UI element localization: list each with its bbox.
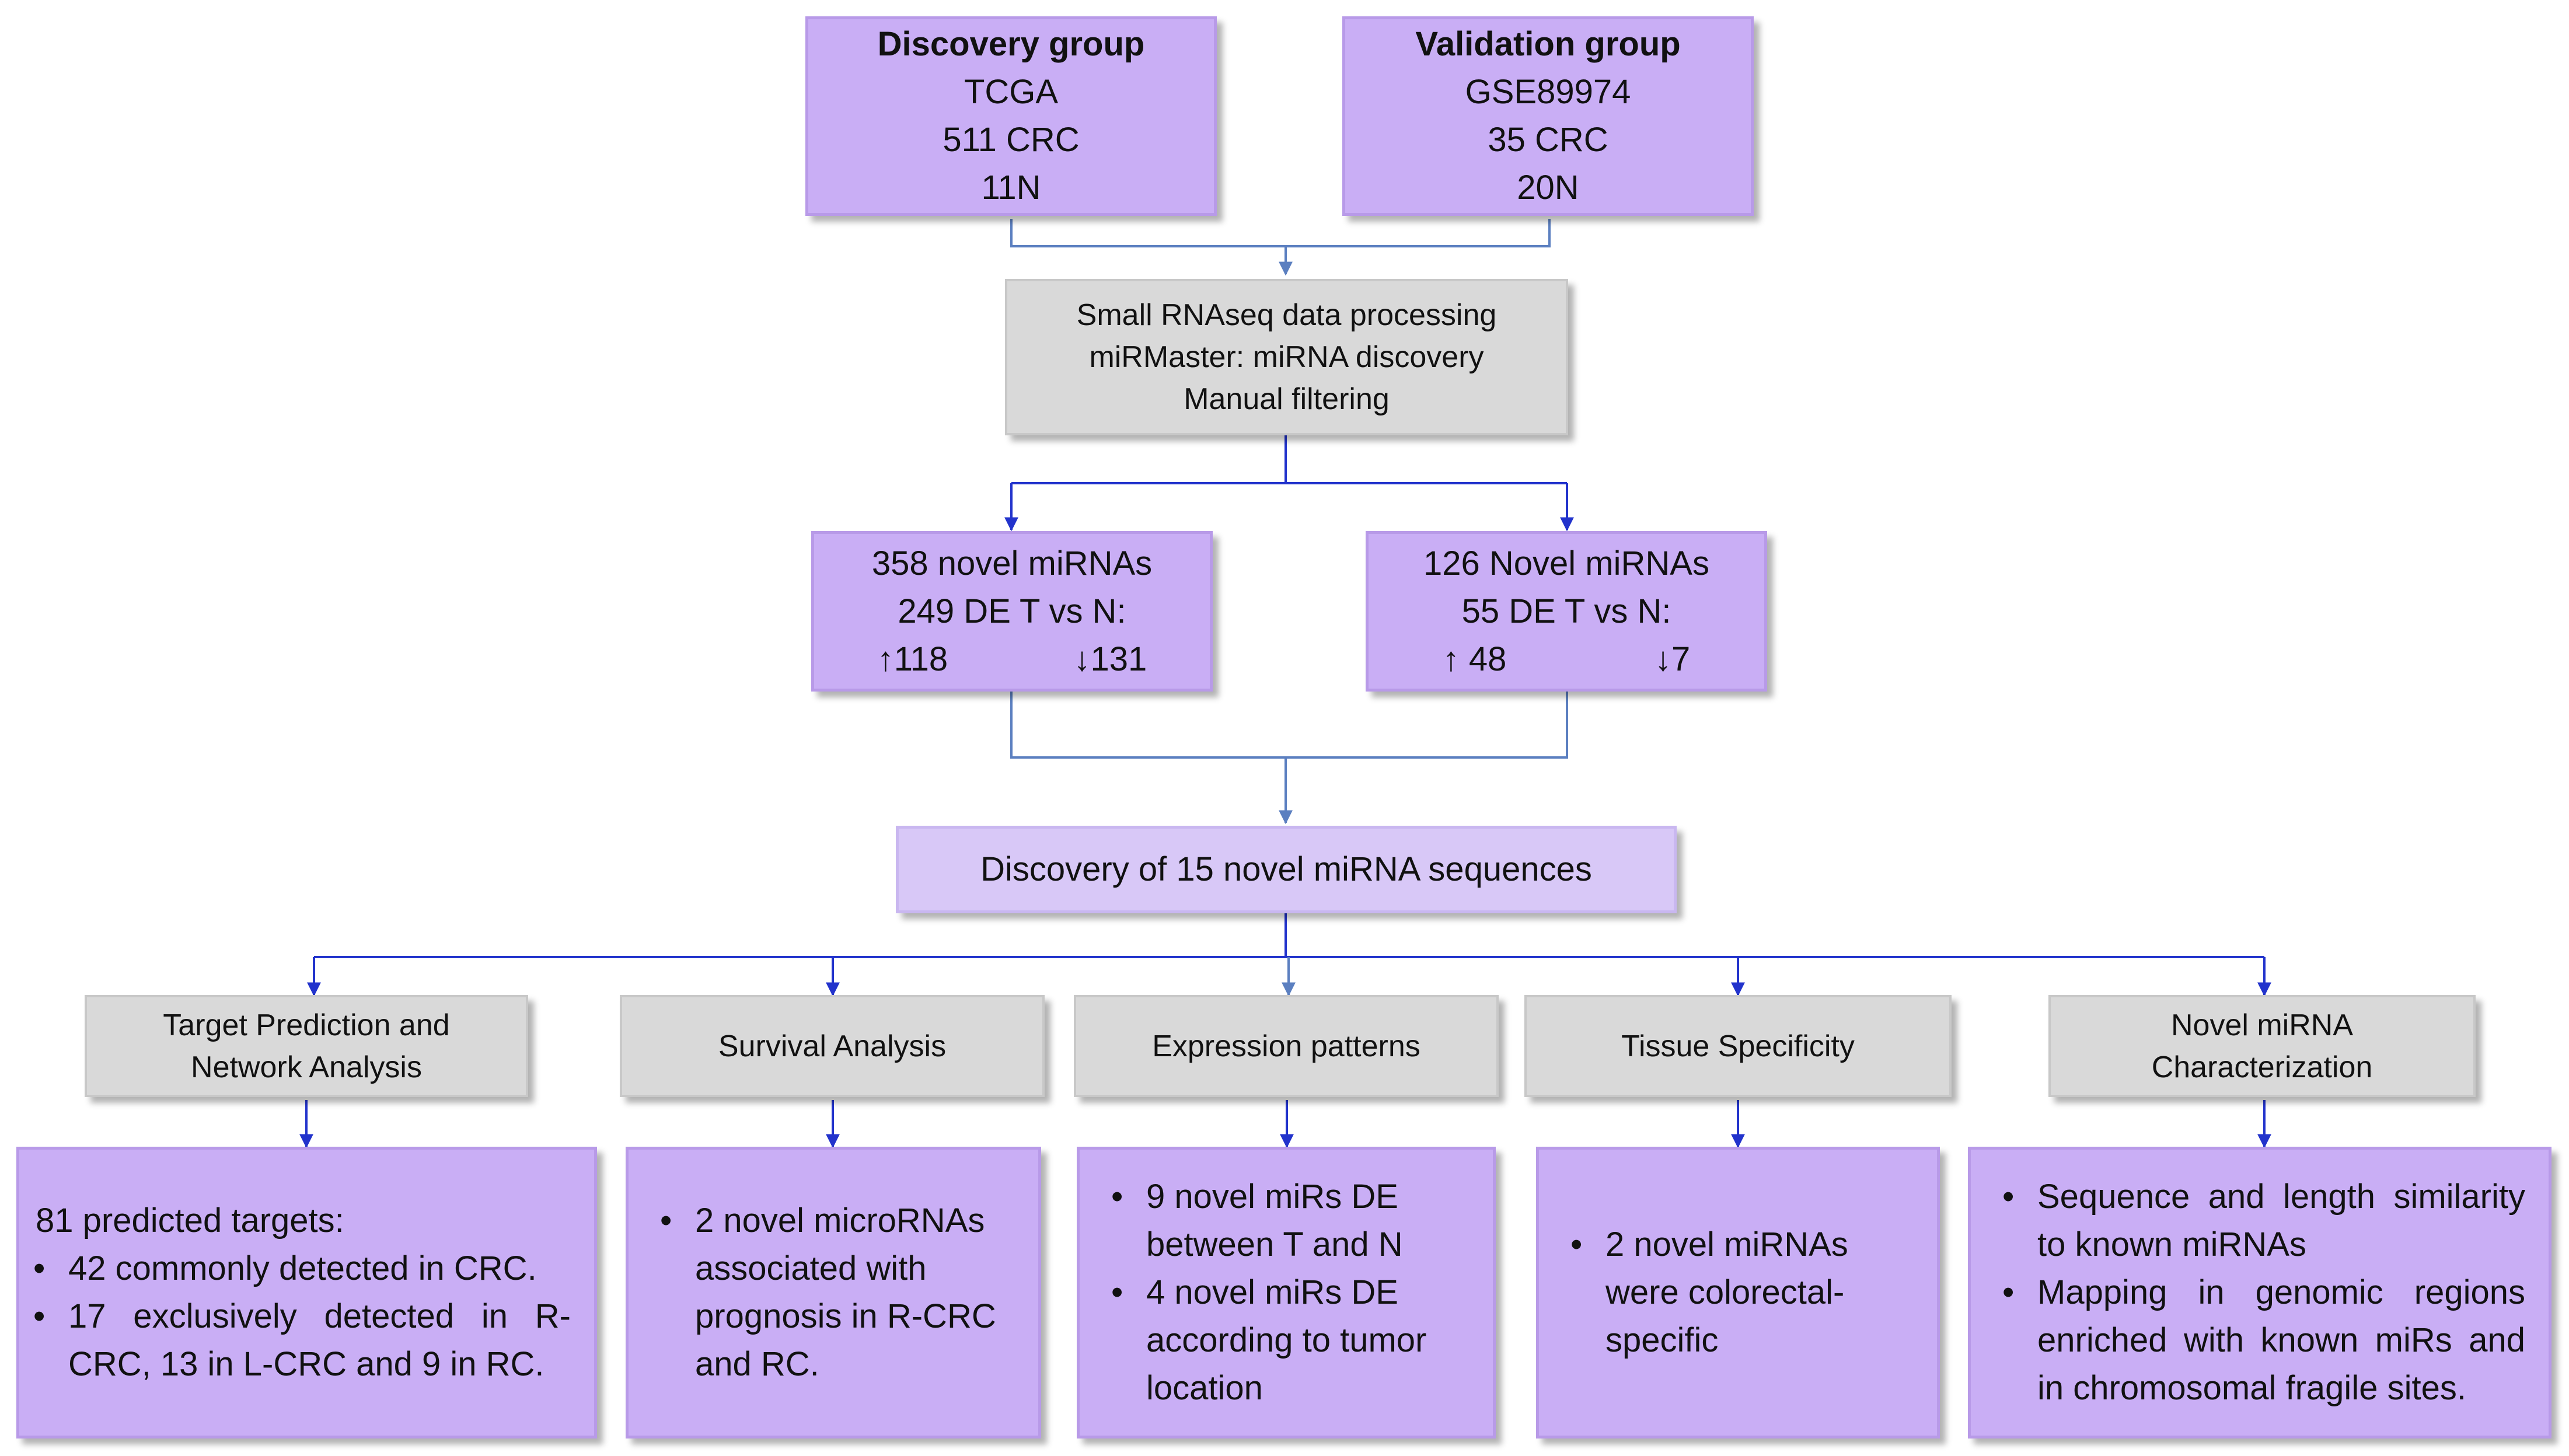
processing-line-1: Small RNAseq data processing (1076, 298, 1497, 332)
novel-discovery-box: 358 novel miRNAs 249 DE T vs N: ↑118 ↓13… (811, 531, 1213, 692)
novel-validation-line-1: 126 Novel miRNAs (1423, 544, 1709, 582)
analysis-box-characterization: Novel miRNA Characterization (2048, 995, 2476, 1097)
result-3-bullet-1: 9 novel miRs DE between T and N (1111, 1173, 1470, 1269)
result-1-bullet-1: 42 commonly detected in CRC. (33, 1245, 571, 1293)
discovery-group-line-1: TCGA (964, 73, 1059, 111)
processing-line-3: Manual filtering (1184, 382, 1390, 416)
result-3-list: 9 novel miRs DE between T and N 4 novel … (1094, 1173, 1470, 1412)
analysis-1-line-1: Target Prediction and (163, 1008, 450, 1042)
result-1-list: 42 commonly detected in CRC. 17 exclusiv… (33, 1245, 571, 1388)
connector-novel-merge (1010, 692, 1568, 759)
analysis-5-line-2: Characterization (2151, 1050, 2373, 1084)
result-1-bullet-2: 17 exclusively detected in R-CRC, 13 in … (33, 1293, 571, 1388)
novel-discovery-line-1: 358 novel miRNAs (871, 544, 1153, 582)
result-box-expression: 9 novel miRs DE between T and N 4 novel … (1077, 1147, 1496, 1438)
novel-validation-down: ↓7 (1654, 640, 1691, 678)
novel-discovery-down: ↓131 (1073, 640, 1147, 678)
result-2-bullet-1: 2 novel microRNAs associated with progno… (660, 1197, 1015, 1388)
processing-line-2: miRMaster: miRNA discovery (1089, 340, 1484, 374)
analysis-box-survival: Survival Analysis (620, 995, 1045, 1097)
validation-group-line-2: 35 CRC (1488, 121, 1608, 159)
analysis-box-expression: Expression patterns (1074, 995, 1499, 1097)
result-5-bullet-2: Mapping in genomic regions enriched with… (2002, 1269, 2525, 1412)
result-box-characterization: Sequence and length similarity to known … (1968, 1147, 2551, 1438)
result-5-list: Sequence and length similarity to known … (1985, 1173, 2525, 1412)
analysis-1-line-2: Network Analysis (191, 1050, 422, 1084)
analysis-box-tissue: Tissue Specificity (1524, 995, 1952, 1097)
discovery-group-title: Discovery group (877, 25, 1145, 63)
validation-group-title: Validation group (1415, 25, 1681, 63)
result-5-bullet-1: Sequence and length similarity to known … (2002, 1173, 2525, 1269)
result-box-survival: 2 novel microRNAs associated with progno… (626, 1147, 1041, 1438)
analysis-2-line-1: Survival Analysis (718, 1029, 947, 1063)
analysis-4-line-1: Tissue Specificity (1621, 1029, 1855, 1063)
result-2-list: 2 novel microRNAs associated with progno… (643, 1197, 1015, 1388)
analysis-box-target-prediction: Target Prediction and Network Analysis (85, 995, 528, 1097)
discovery-group-line-2: 511 CRC (943, 121, 1080, 159)
discovery-group-box: Discovery group TCGA 511 CRC 11N (805, 16, 1217, 216)
novel-validation-box: 126 Novel miRNAs 55 DE T vs N: ↑ 48 ↓7 (1366, 531, 1767, 692)
validation-group-box: Validation group GSE89974 35 CRC 20N (1342, 16, 1754, 216)
result-1-lead: 81 predicted targets: (36, 1202, 344, 1239)
novel-discovery-counts: ↑118 ↓131 (814, 636, 1210, 683)
novel-discovery-up: ↑118 (877, 640, 948, 678)
analysis-3-line-1: Expression patterns (1152, 1029, 1420, 1063)
result-3-bullet-2: 4 novel miRs DE according to tumor locat… (1111, 1269, 1470, 1412)
analysis-5-line-1: Novel miRNA (2170, 1008, 2354, 1042)
novel-discovery-line-2: 249 DE T vs N: (898, 592, 1126, 630)
processing-box: Small RNAseq data processing miRMaster: … (1005, 279, 1568, 435)
connector-groups-merge (1010, 219, 1551, 247)
result-box-tissue: 2 novel miRNAs were colorectal-specific (1536, 1147, 1940, 1438)
result-4-bullet-1: 2 novel miRNAs were colorectal-specific (1570, 1221, 1914, 1364)
central-discovery-box: Discovery of 15 novel miRNA sequences (896, 826, 1677, 913)
novel-validation-line-2: 55 DE T vs N: (1461, 592, 1671, 630)
result-4-list: 2 novel miRNAs were colorectal-specific (1553, 1221, 1914, 1364)
result-box-targets: 81 predicted targets: 42 commonly detect… (16, 1147, 597, 1438)
novel-validation-counts: ↑ 48 ↓7 (1369, 636, 1764, 683)
discovery-group-line-3: 11N (981, 169, 1041, 207)
central-discovery-label: Discovery of 15 novel miRNA sequences (980, 850, 1592, 888)
validation-group-line-3: 20N (1517, 169, 1579, 207)
novel-validation-up: ↑ 48 (1442, 640, 1507, 678)
validation-group-line-1: GSE89974 (1465, 73, 1631, 111)
